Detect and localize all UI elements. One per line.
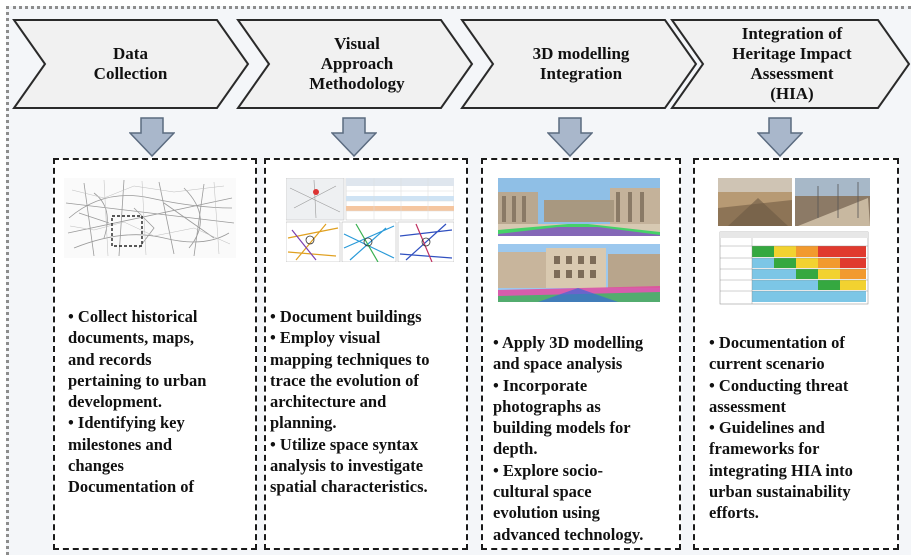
stage-2-bullet-1: • Document buildings xyxy=(270,307,422,326)
stage-4-bullets: • Documentation of current scenario • Co… xyxy=(709,332,897,524)
down-arrow-icon xyxy=(546,117,594,162)
stage-3-chevron: 3D modelling Integration xyxy=(460,18,698,110)
stage-4-chevron: Integration of Heritage Impact Assessmen… xyxy=(670,18,911,110)
stage-4-bullet-1: • Documentation of current scenario xyxy=(709,333,845,374)
stage-4-bullet-3: • Guidelines and frameworks for integrat… xyxy=(709,418,853,523)
stage-1-title: Data Collection xyxy=(93,44,168,83)
stage-2-bullet-3: • Utilize space syntax analysis to inves… xyxy=(270,434,428,497)
city-map-icon xyxy=(64,178,236,263)
space-syntax-analysis-icon xyxy=(285,177,455,267)
stage-2-chevron: Visual Approach Methodology xyxy=(236,18,474,110)
stage-4-bullet-2: • Conducting threat assessment xyxy=(709,375,849,416)
stage-3-bullets: • Apply 3D modelling and space analysis … xyxy=(493,332,679,545)
stage-3-bullet-1: • Apply 3D modelling and space analysis xyxy=(493,333,644,374)
stage-1-bullet-2: • Identifying key milestones and changes… xyxy=(68,413,195,497)
down-arrow-icon xyxy=(128,117,176,162)
stage-2-title: Visual Approach Methodology xyxy=(309,34,405,93)
down-arrow-icon xyxy=(756,117,804,162)
stage-1-bullets: • Collect historical documents, maps, an… xyxy=(68,306,256,498)
stage-1-chevron: Data Collection xyxy=(12,18,250,110)
down-arrow-icon xyxy=(330,117,378,162)
stage-1-bullet-1: • Collect historical documents, maps, an… xyxy=(68,307,207,412)
stage-2-bullet-2: • Employ visual mapping techniques to tr… xyxy=(270,328,430,433)
3d-street-model-icon xyxy=(498,178,660,309)
stage-2-bullets: • Document buildings • Employ visual map… xyxy=(270,306,466,498)
stage-3-bullet-3: • Explore socio- cultural space evolutio… xyxy=(493,460,644,544)
stage-3-bullet-2: • Incorporate photographs as building mo… xyxy=(493,375,631,459)
heritage-impact-matrix-icon xyxy=(718,178,870,311)
stage-3-title: 3D modelling Integration xyxy=(532,44,630,83)
stage-4-title: Integration of Heritage Impact Assessmen… xyxy=(732,24,852,103)
